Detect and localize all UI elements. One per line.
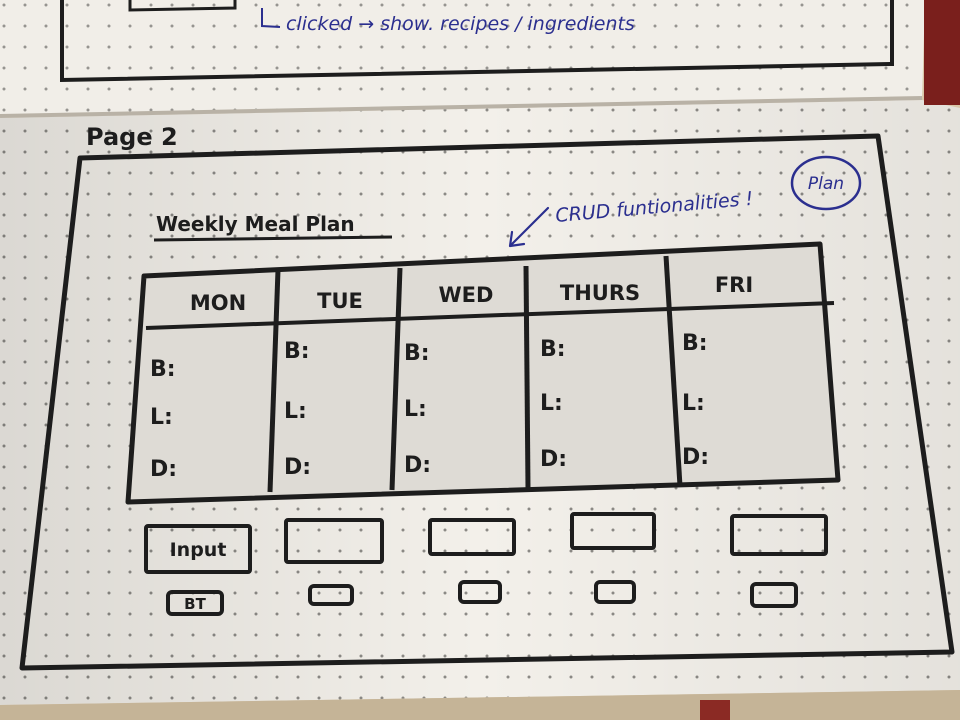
day-input-field-1[interactable] [144, 524, 252, 574]
red-cover-edge [924, 0, 960, 105]
meal-label-d: D: [682, 445, 709, 470]
input-row: Input [144, 512, 828, 574]
day-input-field-3[interactable] [428, 518, 516, 556]
day-input-field-5[interactable] [730, 514, 828, 556]
meal-label-l: L: [284, 399, 307, 424]
column-divider-2 [389, 267, 403, 491]
day-submit-button-2[interactable] [308, 584, 354, 606]
page-label: Page 2 [86, 123, 178, 151]
top-frame [60, 0, 894, 83]
meal-label-l: L: [150, 405, 173, 430]
day-headers: MON TUE WED THURS FRI [190, 273, 753, 315]
day-header-mon: MON [190, 291, 246, 315]
plan-circle[interactable] [790, 155, 862, 211]
column-divider-4 [663, 255, 683, 487]
meal-label-b: B: [682, 331, 708, 356]
day-input-field-4[interactable] [570, 512, 656, 550]
header-divider [145, 301, 835, 330]
meal-label-b: B: [540, 337, 566, 362]
meal-label-l: L: [682, 391, 705, 416]
plan-circle-label: Plan [808, 174, 844, 194]
meal-label-b: B: [284, 339, 310, 364]
meal-label-l: L: [540, 391, 563, 416]
day-header-fri: FRI [715, 273, 753, 297]
column-divider-3 [523, 265, 531, 489]
arrow-hook [261, 8, 281, 28]
meal-label-d: D: [284, 455, 311, 480]
day-header-thurs: THURS [560, 281, 640, 305]
input-label: Input [170, 539, 227, 561]
page-fold [0, 96, 923, 118]
day-submit-button-4[interactable] [594, 580, 636, 604]
day-input-field-2[interactable] [284, 518, 384, 564]
day-submit-button-3[interactable] [458, 580, 502, 604]
meal-label-b: B: [404, 341, 430, 366]
top-annotation: clicked → show. recipes / ingredients [286, 13, 635, 35]
meal-label-d: D: [404, 453, 431, 478]
meal-label-l: L: [404, 397, 427, 422]
meal-label-d: D: [540, 447, 567, 472]
meal-plan-table: MON TUE WED THURS FRI B: L: D: B: L: D: B: L: D: B: L:… [125, 241, 841, 505]
wireframe-border [19, 133, 955, 671]
column-divider-1 [267, 269, 281, 493]
meal-cells: B: L: D: B: L: D: B: L: D: B: L: D: B: L: D: [150, 331, 709, 482]
button-label: BT [184, 595, 206, 613]
page-title: Weekly Meal Plan [156, 212, 355, 236]
button-row: BT [166, 580, 798, 616]
day-submit-button-5[interactable] [750, 582, 798, 608]
top-inner-box [128, 0, 237, 12]
meal-label-b: B: [150, 357, 176, 382]
column-dividers [267, 255, 683, 493]
day-header-tue: TUE [317, 289, 363, 313]
day-header-wed: WED [439, 283, 494, 307]
meal-label-d: D: [150, 457, 177, 482]
top-section: clicked → show. recipes / ingredients [60, 0, 894, 83]
crud-arrow-icon [508, 206, 550, 248]
title-underline [153, 235, 393, 242]
day-submit-button-1[interactable] [166, 590, 224, 616]
